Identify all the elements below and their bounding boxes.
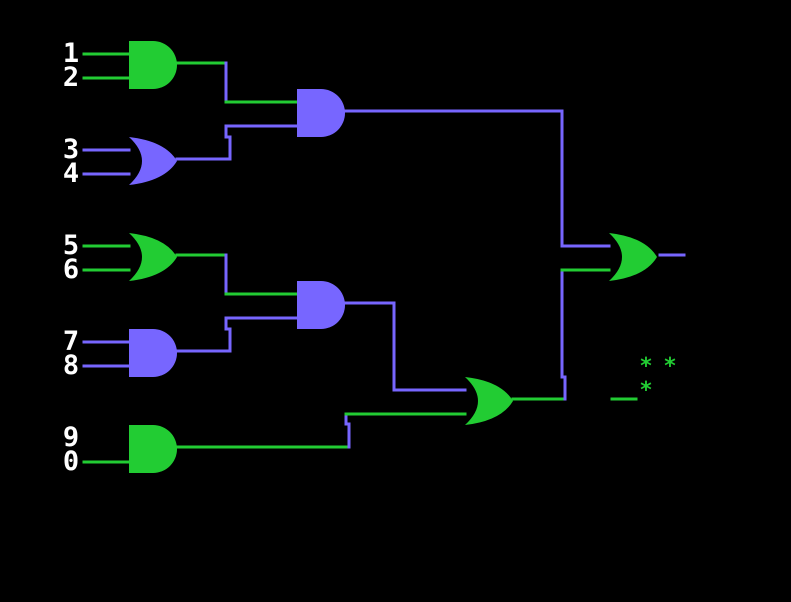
and-gate bbox=[129, 329, 177, 377]
and-gate bbox=[297, 89, 345, 137]
wire bbox=[560, 268, 567, 401]
input-label-4: 4 bbox=[62, 158, 80, 189]
status-mark: * bbox=[663, 354, 677, 379]
wire bbox=[175, 124, 299, 161]
wire bbox=[343, 109, 611, 248]
input-label-6: 6 bbox=[62, 254, 80, 285]
input-label-8: 8 bbox=[62, 350, 80, 381]
input-label-5: 5 bbox=[62, 230, 80, 261]
or-gate bbox=[129, 233, 177, 281]
input-label-3: 3 bbox=[62, 134, 80, 165]
wire bbox=[343, 301, 467, 392]
input-label-2: 2 bbox=[62, 62, 80, 93]
or-gate bbox=[129, 137, 177, 185]
input-label-9: 9 bbox=[62, 422, 80, 453]
and-gate bbox=[129, 425, 177, 473]
wire bbox=[175, 316, 299, 353]
and-gate bbox=[129, 41, 177, 89]
or-gate bbox=[465, 377, 513, 425]
status-mark: * bbox=[639, 354, 653, 379]
input-label-1: 1 bbox=[62, 38, 80, 69]
and-gate bbox=[297, 281, 345, 329]
input-label-0: 0 bbox=[62, 446, 80, 477]
wire bbox=[344, 412, 351, 449]
status-mark: * bbox=[639, 378, 653, 403]
input-label-7: 7 bbox=[62, 326, 80, 357]
or-gate bbox=[609, 233, 657, 281]
